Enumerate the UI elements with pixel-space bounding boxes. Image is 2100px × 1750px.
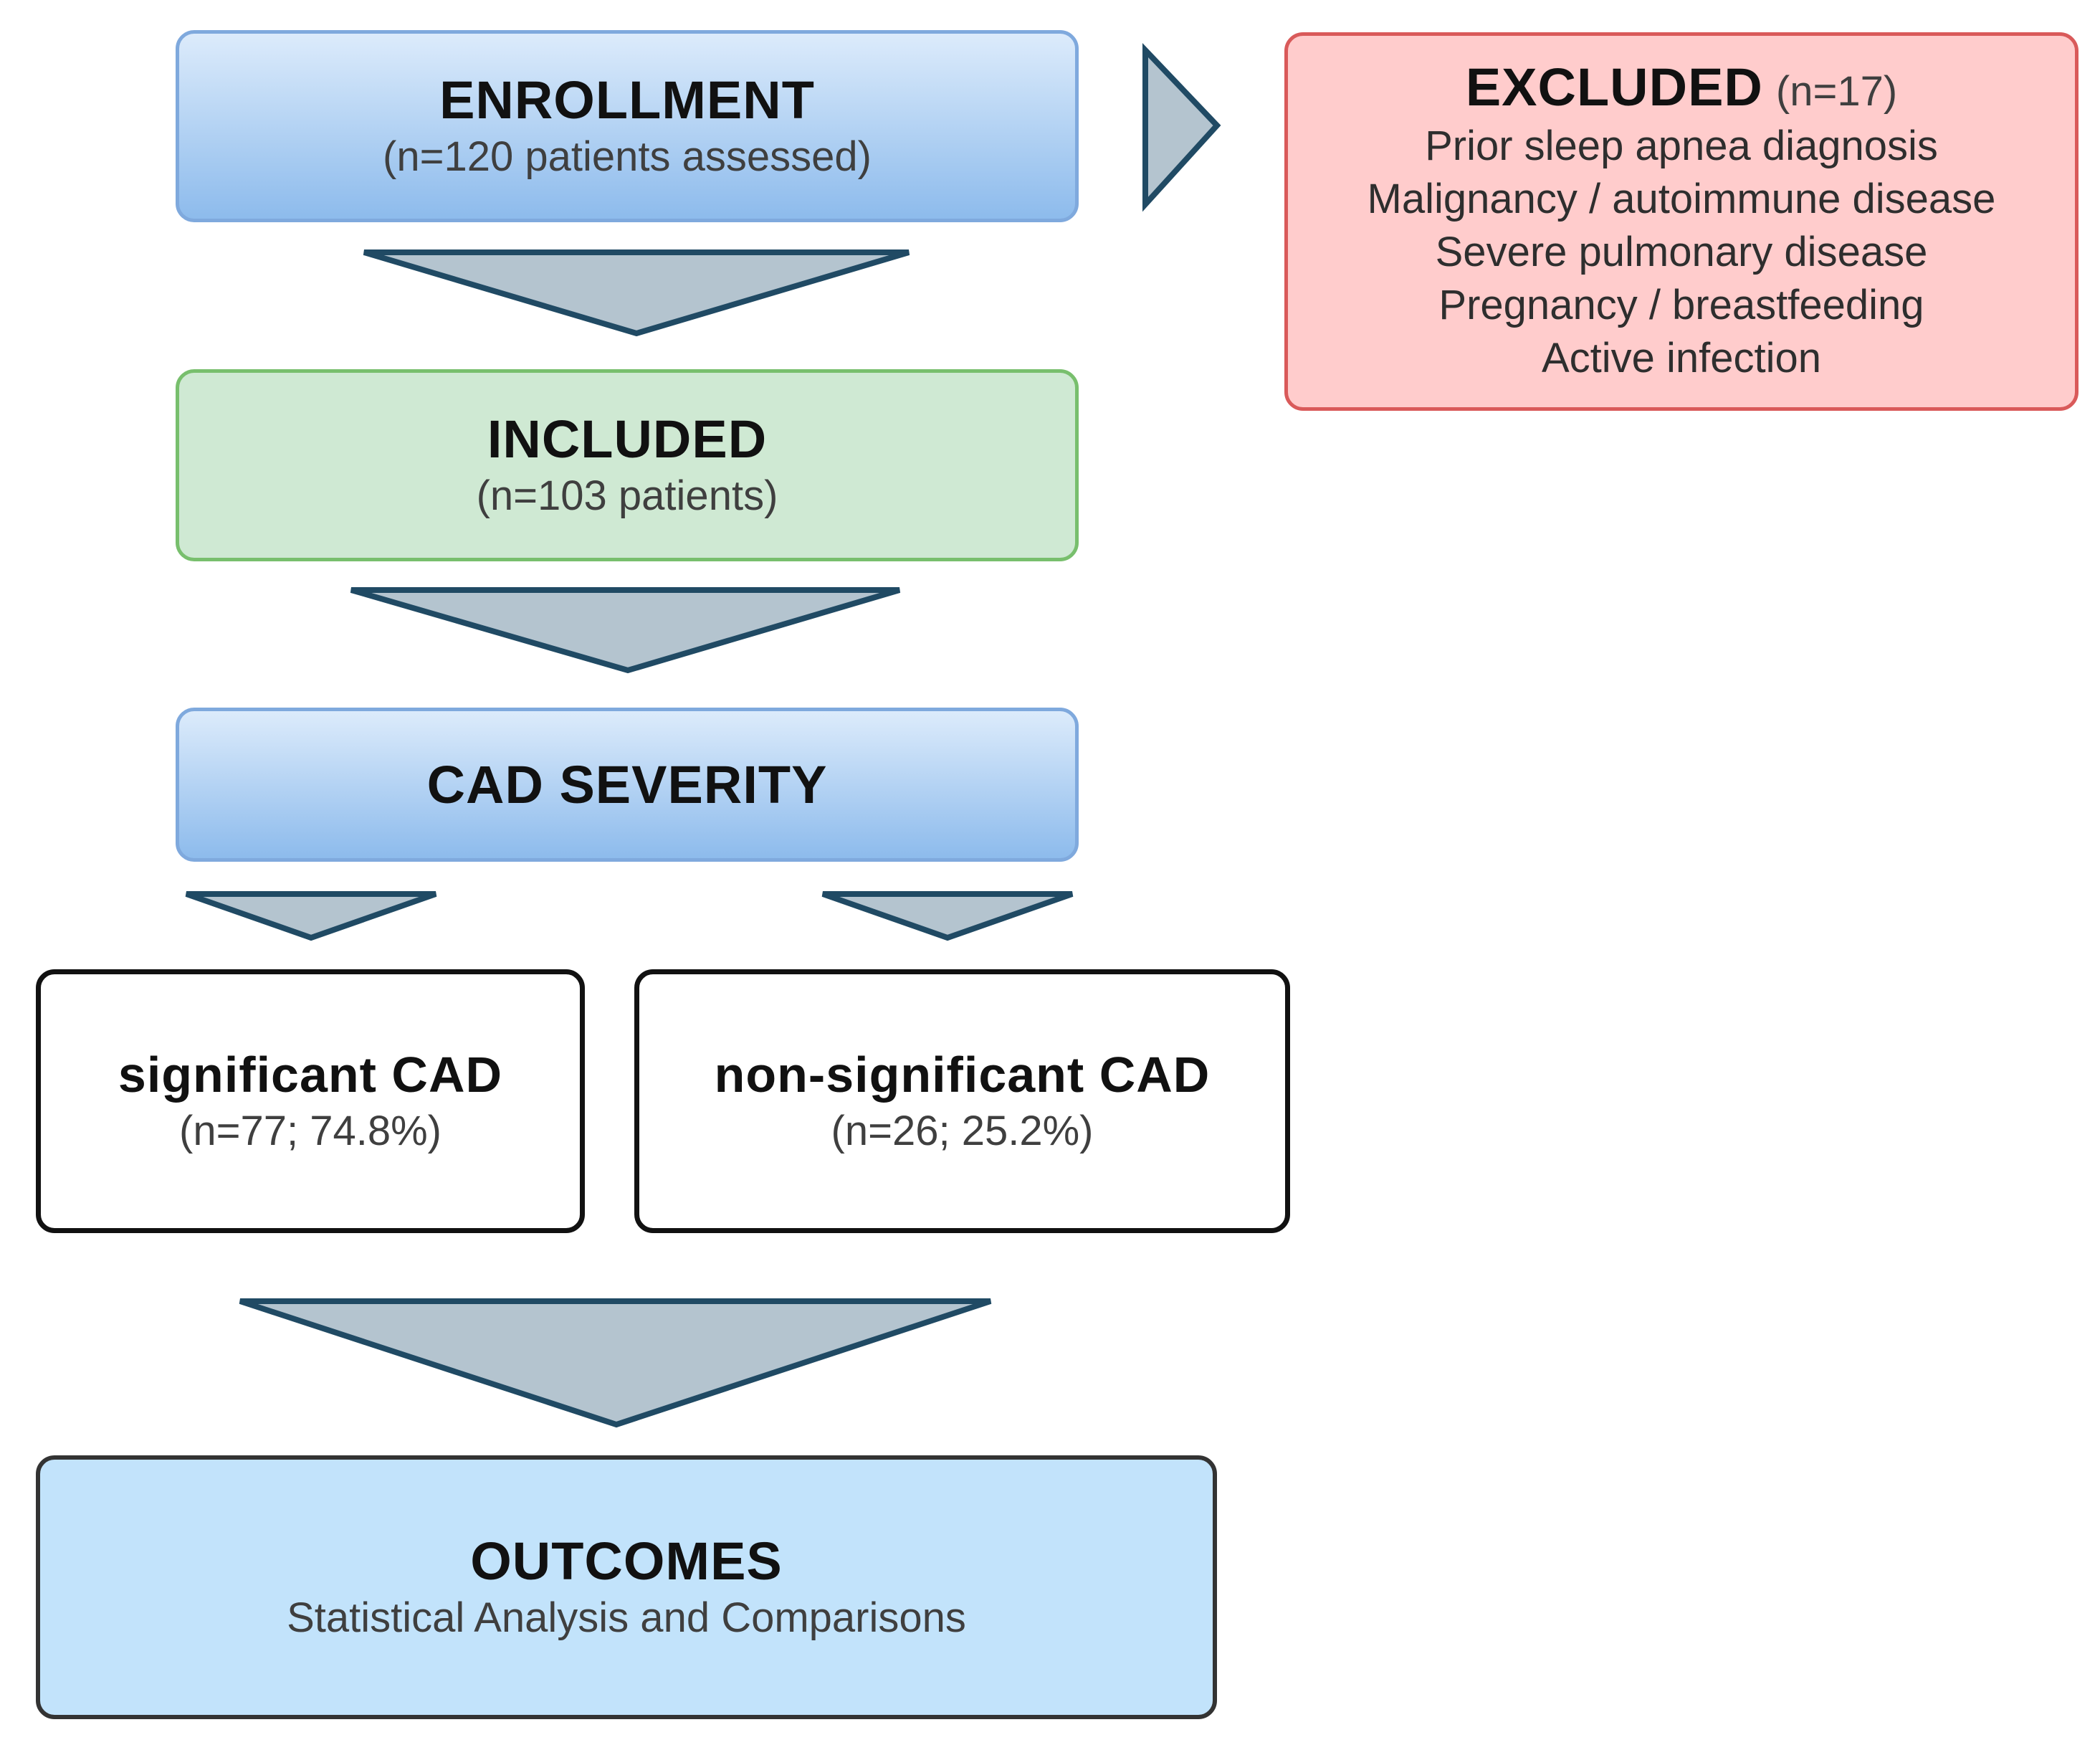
non-significant-cad-subtitle: (n=26; 25.2%) [831, 1108, 1094, 1155]
arrow-right-to-excluded [1142, 43, 1221, 212]
enrollment-title: ENROLLMENT [439, 70, 815, 130]
included-box: INCLUDED (n=103 patients) [176, 369, 1079, 561]
arrow-down-to-cad-severity [350, 587, 901, 674]
enrollment-box: ENROLLMENT (n=120 patients assessed) [176, 30, 1079, 222]
included-subtitle: (n=103 patients) [476, 472, 778, 519]
significant-cad-subtitle: (n=77; 74.8%) [179, 1108, 442, 1155]
excluded-count: (n=17) [1775, 68, 1898, 115]
exclusion-reason: Active infection [1541, 334, 1822, 381]
cad-severity-box: CAD SEVERITY [176, 708, 1079, 862]
included-title: INCLUDED [487, 409, 768, 469]
significant-cad-title: significant CAD [118, 1046, 503, 1103]
cad-severity-title: CAD SEVERITY [426, 754, 828, 814]
non-significant-cad-box: non-significant CAD (n=26; 25.2%) [634, 969, 1290, 1233]
excluded-title: EXCLUDED [1465, 57, 1763, 118]
arrow-down-to-non-significant [821, 891, 1074, 941]
excluded-header: EXCLUDED (n=17) [1465, 57, 1898, 118]
arrow-down-to-significant [185, 891, 437, 941]
exclusion-reason: Malignancy / autoimmune disease [1367, 175, 1996, 222]
exclusion-reasons-list: Prior sleep apnea diagnosis Malignancy /… [1368, 120, 1996, 385]
exclusion-reason: Severe pulmonary disease [1435, 228, 1928, 275]
exclusion-reason: Prior sleep apnea diagnosis [1425, 122, 1938, 169]
outcomes-title: OUTCOMES [470, 1531, 783, 1591]
outcomes-subtitle: Statistical Analysis and Comparisons [287, 1594, 966, 1641]
outcomes-box: OUTCOMES Statistical Analysis and Compar… [36, 1455, 1217, 1719]
arrow-down-to-included [363, 249, 910, 337]
excluded-box: EXCLUDED (n=17) Prior sleep apnea diagno… [1284, 32, 2078, 411]
enrollment-subtitle: (n=120 patients assessed) [383, 133, 872, 180]
exclusion-reason: Pregnancy / breastfeeding [1438, 281, 1924, 328]
non-significant-cad-title: non-significant CAD [714, 1046, 1211, 1103]
arrow-down-to-outcomes [239, 1298, 992, 1428]
significant-cad-box: significant CAD (n=77; 74.8%) [36, 969, 585, 1233]
